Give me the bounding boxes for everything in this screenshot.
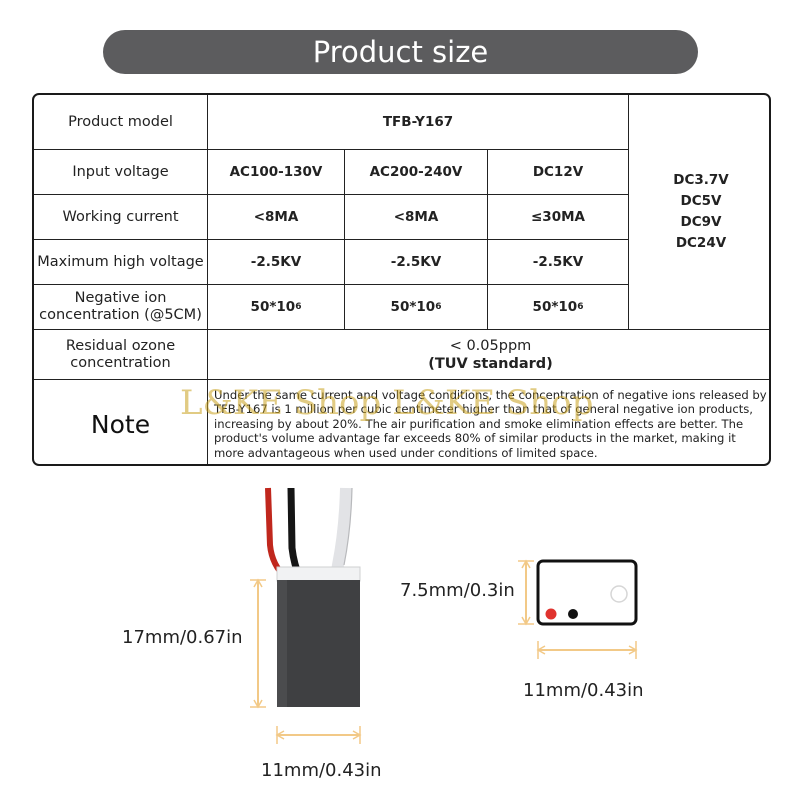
page-title: Product size <box>103 30 698 74</box>
arrow-head <box>253 578 263 588</box>
ion-base: 50*10 <box>390 299 436 315</box>
input-voltage-value: DC12V <box>488 150 629 195</box>
module-top-cap <box>276 566 361 582</box>
black-wire <box>287 487 304 580</box>
input-voltage-value: AC100-130V <box>208 150 345 195</box>
front-width-dimension-label: 11mm/0.43in <box>261 760 382 781</box>
label-line: concentration <box>70 354 171 371</box>
label-line: concentration (@5CM) <box>39 307 202 323</box>
red-wire <box>265 487 289 581</box>
module-body-shade <box>277 580 287 707</box>
label-negative-ion: Negative ion concentration (@5CM) <box>34 285 208 330</box>
arrow-head <box>521 559 531 569</box>
spec-table: Product model TFB-Y167 DC3.7V DC5V DC9V … <box>32 93 771 466</box>
label-line: Negative ion <box>74 290 167 306</box>
working-current-value: <8MA <box>345 195 488 240</box>
working-current-value: <8MA <box>208 195 345 240</box>
ozone-line: < 0.05ppm <box>449 337 532 354</box>
dc-option: DC24V <box>675 235 727 251</box>
height-dimension-label: 17mm/0.67in <box>122 627 243 648</box>
working-current-value: ≤30MA <box>488 195 629 240</box>
arrow-head <box>521 616 531 626</box>
module-top-view <box>536 559 638 626</box>
label-line: Residual ozone <box>65 337 176 354</box>
arrow-head <box>536 645 546 655</box>
top-width-dimension-label: 11mm/0.43in <box>523 680 644 701</box>
note-text: Under the same current and voltage condi… <box>214 387 767 460</box>
ion-base: 50*10 <box>250 299 296 315</box>
thickness-dimension-label: 7.5mm/0.3in <box>400 580 515 601</box>
label-working-current: Working current <box>34 195 208 240</box>
dc-option: DC3.7V <box>673 172 729 188</box>
max-high-voltage-value: -2.5KV <box>208 240 345 285</box>
ion-base: 50*10 <box>532 299 578 315</box>
max-high-voltage-value: -2.5KV <box>345 240 488 285</box>
dc-option: DC5V <box>680 193 722 209</box>
arrow-head <box>275 730 285 740</box>
module-body <box>277 580 360 707</box>
dc-voltage-options: DC3.7V DC5V DC9V DC24V <box>629 95 769 330</box>
white-terminal-circle <box>610 585 628 603</box>
model-value: TFB-Y167 <box>208 95 629 150</box>
label-input-voltage: Input voltage <box>34 150 208 195</box>
ion-exponent: 6 <box>435 302 442 312</box>
white-wire-edge <box>343 487 353 566</box>
ion-exponent: 6 <box>577 302 584 312</box>
red-terminal-dot <box>545 608 557 620</box>
label-note: Note <box>34 380 208 464</box>
white-wire <box>330 487 352 579</box>
input-voltage-value: AC200-240V <box>345 150 488 195</box>
ion-exponent: 6 <box>295 302 302 312</box>
ozone-line: (TUV standard) <box>428 355 553 372</box>
dc-option: DC9V <box>680 214 722 230</box>
arrow-head <box>628 645 638 655</box>
label-residual-ozone: Residual ozone concentration <box>34 330 208 380</box>
label-max-high-voltage: Maximum high voltage <box>34 240 208 285</box>
arrow-head <box>352 730 362 740</box>
black-terminal-dot <box>568 609 578 619</box>
max-high-voltage-value: -2.5KV <box>488 240 629 285</box>
label-product-model: Product model <box>34 95 208 150</box>
ozone-value: < 0.05ppm (TUV standard) <box>208 330 769 380</box>
arrow-head <box>253 699 263 709</box>
